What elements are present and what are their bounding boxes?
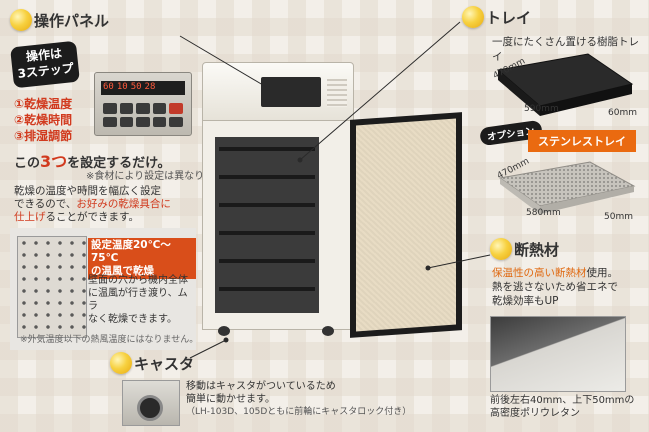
display-value: 60: [103, 82, 114, 92]
vent-icon: [327, 79, 347, 107]
option-title: ステンレストレイ: [528, 130, 636, 152]
top-housing: [202, 62, 354, 122]
insulation-text: 保温性の高い断熱材使用。 熱を逃さないため省エネで 乾燥効率もUP: [492, 267, 618, 307]
display-value: 50: [130, 82, 142, 92]
step-item: ①乾燥温度: [14, 97, 73, 111]
stainless-tray-image: [498, 161, 636, 214]
dryer-machine: [196, 62, 358, 336]
panel-heading: 操作パネル: [10, 9, 109, 31]
step-item: ②乾燥時間: [14, 113, 73, 127]
option-dim-width: 580mm: [526, 208, 561, 218]
panel-summary: この3つを設定するだけ。: [14, 152, 171, 171]
machine-display: [261, 77, 321, 107]
machine-interior: [215, 137, 319, 313]
bullet-icon: [462, 6, 484, 28]
control-panel-photo: 60 10 50 28: [94, 72, 192, 136]
display-value: 10: [116, 82, 128, 92]
step-item: ③排湿調節: [14, 129, 73, 143]
caster-wheel-icon: [218, 326, 230, 336]
summary-number: 3つ: [40, 152, 68, 171]
caster-photo: [122, 380, 180, 426]
insulation-heading: 断熱材: [490, 238, 559, 260]
temperature-box: 設定温度20℃〜75℃ の温風で乾燥 壁面の穴から機内全体 に温風が行き渡り、ム…: [10, 228, 196, 350]
temperature-note: ※外気温度以下の熱風温度にはなりません。: [20, 335, 199, 345]
panel-display: 60 10 50 28: [101, 81, 185, 95]
tray-dim-height: 60mm: [608, 108, 637, 118]
insulation-photo: [490, 316, 626, 392]
tray-heading: トレイ: [462, 6, 531, 28]
insulation-caption: 前後左右40mm、上下50mmの 高密度ポリウレタン: [490, 395, 635, 419]
steps-list: ①乾燥温度 ②乾燥時間 ③排湿調節: [14, 96, 72, 144]
resin-tray-image: [496, 53, 634, 116]
caster-wheel-icon: [322, 326, 334, 336]
bullet-icon: [10, 9, 32, 31]
temperature-text: 壁面の穴から機内全体 に温風が行き渡り、ムラ なく乾燥できます。: [88, 275, 188, 325]
caster-text: 移動はキャスタがついているため 簡単に動かせます。 （LH-103D、105Dと…: [186, 381, 412, 417]
panel-buttons: [103, 103, 183, 127]
caster-heading: キャスタ: [110, 352, 194, 374]
bullet-icon: [110, 352, 132, 374]
tray-caption: 一度にたくさん置ける樹脂トレイ: [492, 36, 639, 63]
tray-dim-width: 590mm: [524, 104, 559, 114]
panel-note: ※食材により設定は異なります。: [86, 171, 234, 182]
display-value: 28: [144, 82, 156, 92]
panel-description: 乾燥の温度や時間を幅広く設定 できるので、お好みの乾燥具合に 仕上げることができ…: [14, 185, 171, 223]
temperature-label: 設定温度20℃〜75℃ の温風で乾燥: [88, 238, 196, 279]
machine-body: [202, 120, 354, 330]
option-dim-height: 50mm: [604, 212, 633, 222]
vent-wall-photo: [17, 236, 87, 338]
bullet-icon: [490, 238, 512, 260]
